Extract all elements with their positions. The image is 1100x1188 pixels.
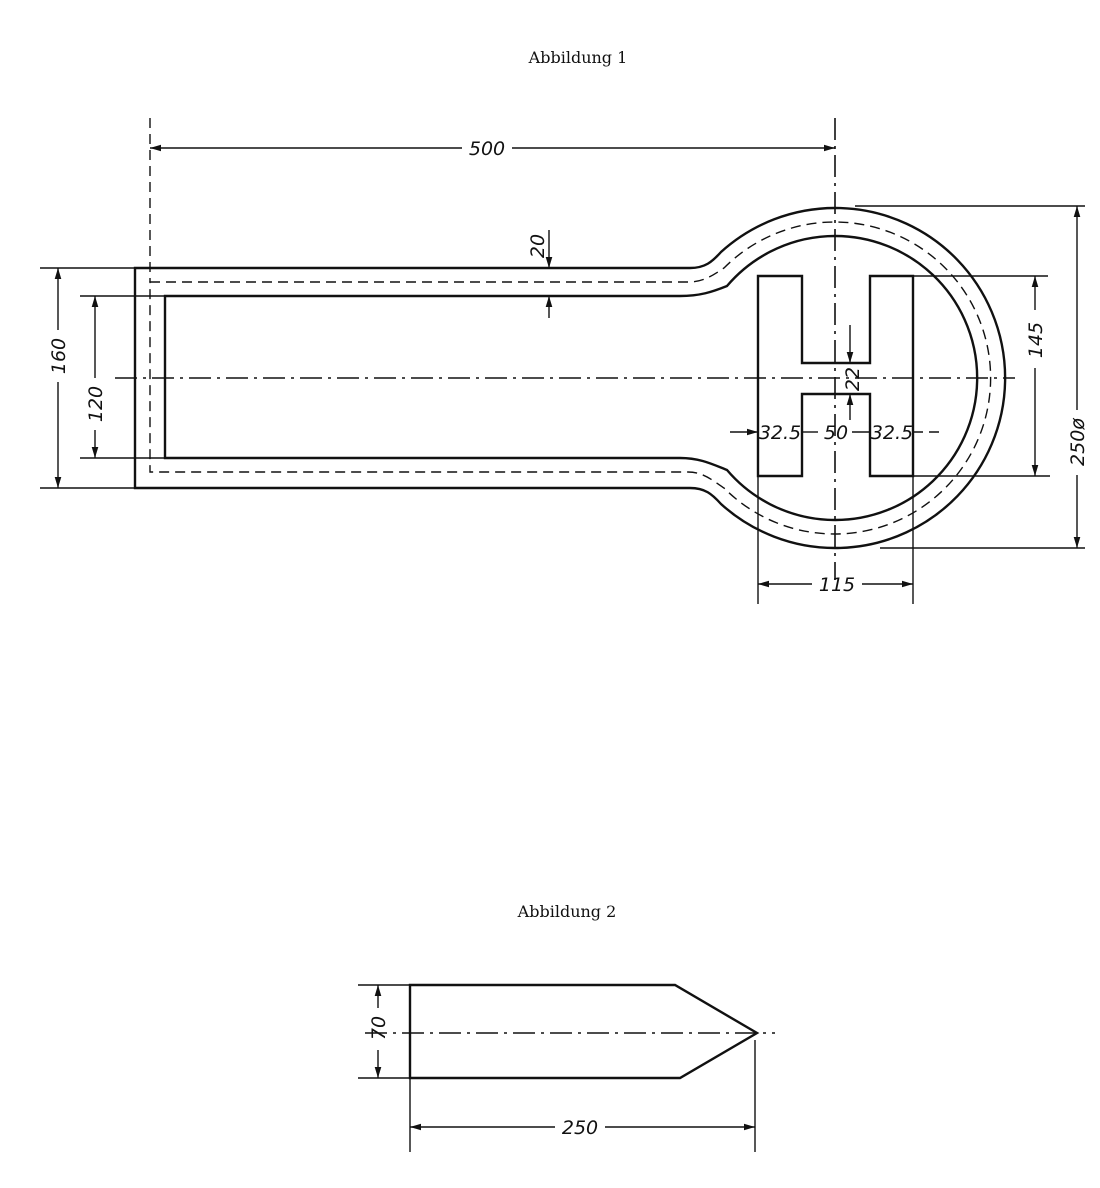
dim-label: 145: [1025, 322, 1047, 358]
dim-label: 70: [368, 1016, 390, 1040]
figure1-title: Abbildung 1: [528, 48, 628, 67]
dimension-160: 160: [40, 267, 135, 489]
inner-contour: [163, 234, 979, 522]
figure1-part: [115, 118, 1015, 580]
dim-label: 32.5: [871, 422, 913, 444]
dim-label: 115: [819, 574, 855, 596]
dimension-h-widths: 32.5 50 32.5: [730, 422, 945, 444]
dim-label: 120: [85, 386, 107, 422]
dimension-22: 22: [842, 325, 864, 420]
dim-label: 32.5: [759, 422, 801, 444]
dim-label: 250: [562, 1117, 598, 1139]
dim-label: 160: [48, 338, 70, 374]
dimension-70: 70: [358, 984, 410, 1079]
figure2-title: Abbildung 2: [517, 902, 617, 921]
dimension-145: 145: [913, 275, 1050, 477]
dimension-250-diameter: 250ø: [855, 205, 1089, 549]
dim-label: 22: [842, 367, 864, 391]
outer-contour: [133, 206, 1007, 550]
dimension-115: 115: [757, 476, 914, 604]
dim-label: 20: [527, 234, 549, 258]
dimension-500: 500: [150, 138, 835, 160]
dimension-20: 20: [527, 230, 553, 318]
wall-midline: [149, 221, 992, 535]
pointed-bar-outline: [408, 983, 760, 1080]
dim-label: 250ø: [1067, 418, 1089, 466]
figure2-part: [365, 983, 775, 1080]
dimension-250: 250: [409, 1040, 756, 1152]
dim-label: 50: [824, 422, 848, 444]
dim-label: 500: [469, 138, 505, 160]
dimension-120: 120: [80, 295, 165, 459]
